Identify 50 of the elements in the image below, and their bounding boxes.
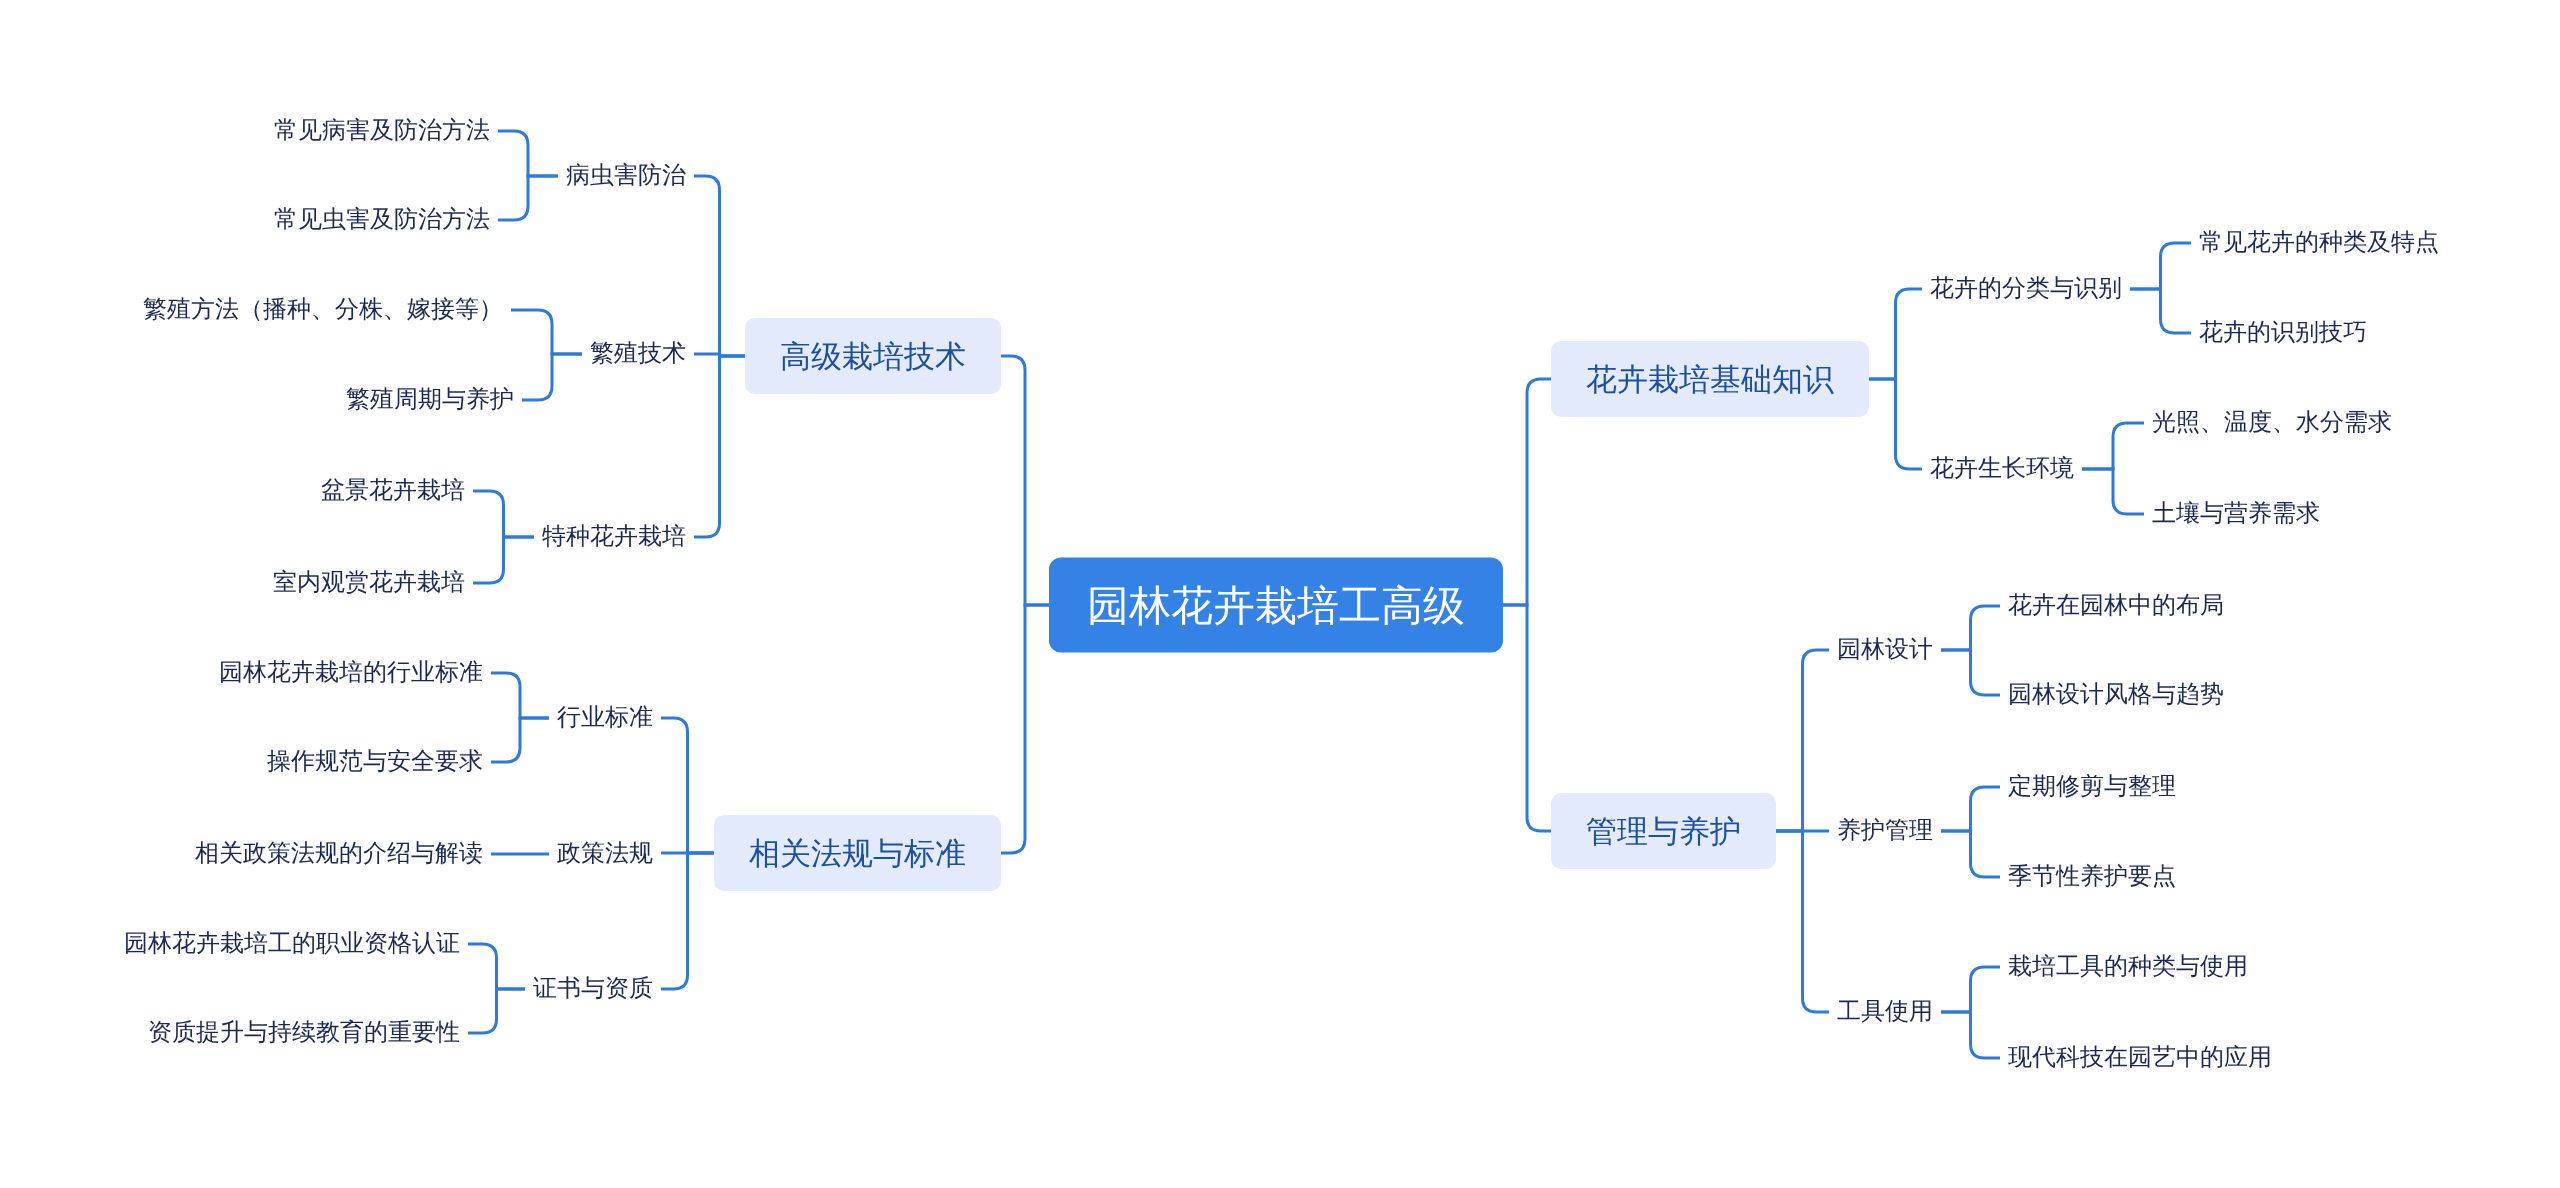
connector-line: [1941, 648, 2000, 697]
subtopic-text: 定期修剪与整理: [2000, 771, 2184, 803]
subtopic-text: 花卉生长环境: [1922, 453, 2082, 485]
subtopic-text: 繁殖方法（播种、分株、嫁接等）: [135, 294, 511, 326]
subtopic-text: 花卉的分类与识别: [1922, 273, 2130, 305]
subtopic-text: 行业标准: [549, 702, 661, 734]
central-topic-box: 园林花卉栽培工高级: [1049, 557, 1503, 653]
subtopic-text: 栽培工具的种类与使用: [2000, 951, 2256, 983]
subtopic-text: 常见虫害及防治方法: [266, 204, 498, 236]
subtopic-text: 操作规范与安全要求: [259, 746, 491, 778]
subtopic-text: 现代科技在园艺中的应用: [2000, 1042, 2280, 1074]
connector-line: [498, 174, 558, 222]
subtopic-text: 证书与资质: [525, 973, 661, 1005]
connector-line: [522, 352, 582, 402]
subtopic-text: 相关政策法规的介绍与解读: [187, 838, 491, 870]
subtopic-text: 土壤与营养需求: [2144, 498, 2328, 530]
subtopic-text: 园林设计: [1829, 634, 1941, 666]
subtopic-text: 园林花卉栽培工的职业资格认证: [116, 928, 468, 960]
connector-line: [491, 852, 549, 856]
subtopic-text: 养护管理: [1829, 815, 1941, 847]
subtopic-text: 特种花卉栽培: [534, 521, 694, 553]
connector-line: [1941, 1010, 2000, 1060]
subtopic-text: 园林花卉栽培的行业标准: [211, 657, 491, 689]
main-topic-box: 高级栽培技术: [745, 318, 1001, 394]
main-topic-box: 相关法规与标准: [714, 815, 1001, 891]
subtopic-text: 室内观赏花卉栽培: [265, 567, 473, 599]
connector-line: [1941, 829, 2000, 879]
subtopic-text: 病虫害防治: [558, 160, 694, 192]
subtopic-text: 繁殖周期与养护: [338, 384, 522, 416]
subtopic-text: 季节性养护要点: [2000, 861, 2184, 893]
connector-line: [2130, 287, 2191, 335]
subtopic-text: 盆景花卉栽培: [313, 475, 473, 507]
connector-line: [473, 535, 534, 585]
subtopic-text: 光照、温度、水分需求: [2144, 407, 2400, 439]
connector-line: [1001, 603, 1049, 855]
subtopic-text: 园林设计风格与趋势: [2000, 679, 2232, 711]
subtopic-text: 常见病害及防治方法: [266, 115, 498, 147]
subtopic-text: 政策法规: [549, 838, 661, 870]
subtopic-text: 工具使用: [1829, 996, 1941, 1028]
subtopic-text: 繁殖技术: [582, 338, 694, 370]
connector-line: [468, 987, 525, 1035]
connector-line: [1503, 603, 1551, 833]
connector-line: [491, 716, 549, 764]
connector-line: [2082, 467, 2144, 516]
subtopic-text: 资质提升与持续教育的重要性: [140, 1017, 468, 1049]
subtopic-text: 花卉的识别技巧: [2191, 317, 2375, 349]
main-topic-box: 管理与养护: [1551, 793, 1776, 869]
subtopic-text: 花卉在园林中的布局: [2000, 590, 2232, 622]
main-topic-box: 花卉栽培基础知识: [1551, 341, 1869, 417]
subtopic-text: 常见花卉的种类及特点: [2191, 227, 2447, 259]
